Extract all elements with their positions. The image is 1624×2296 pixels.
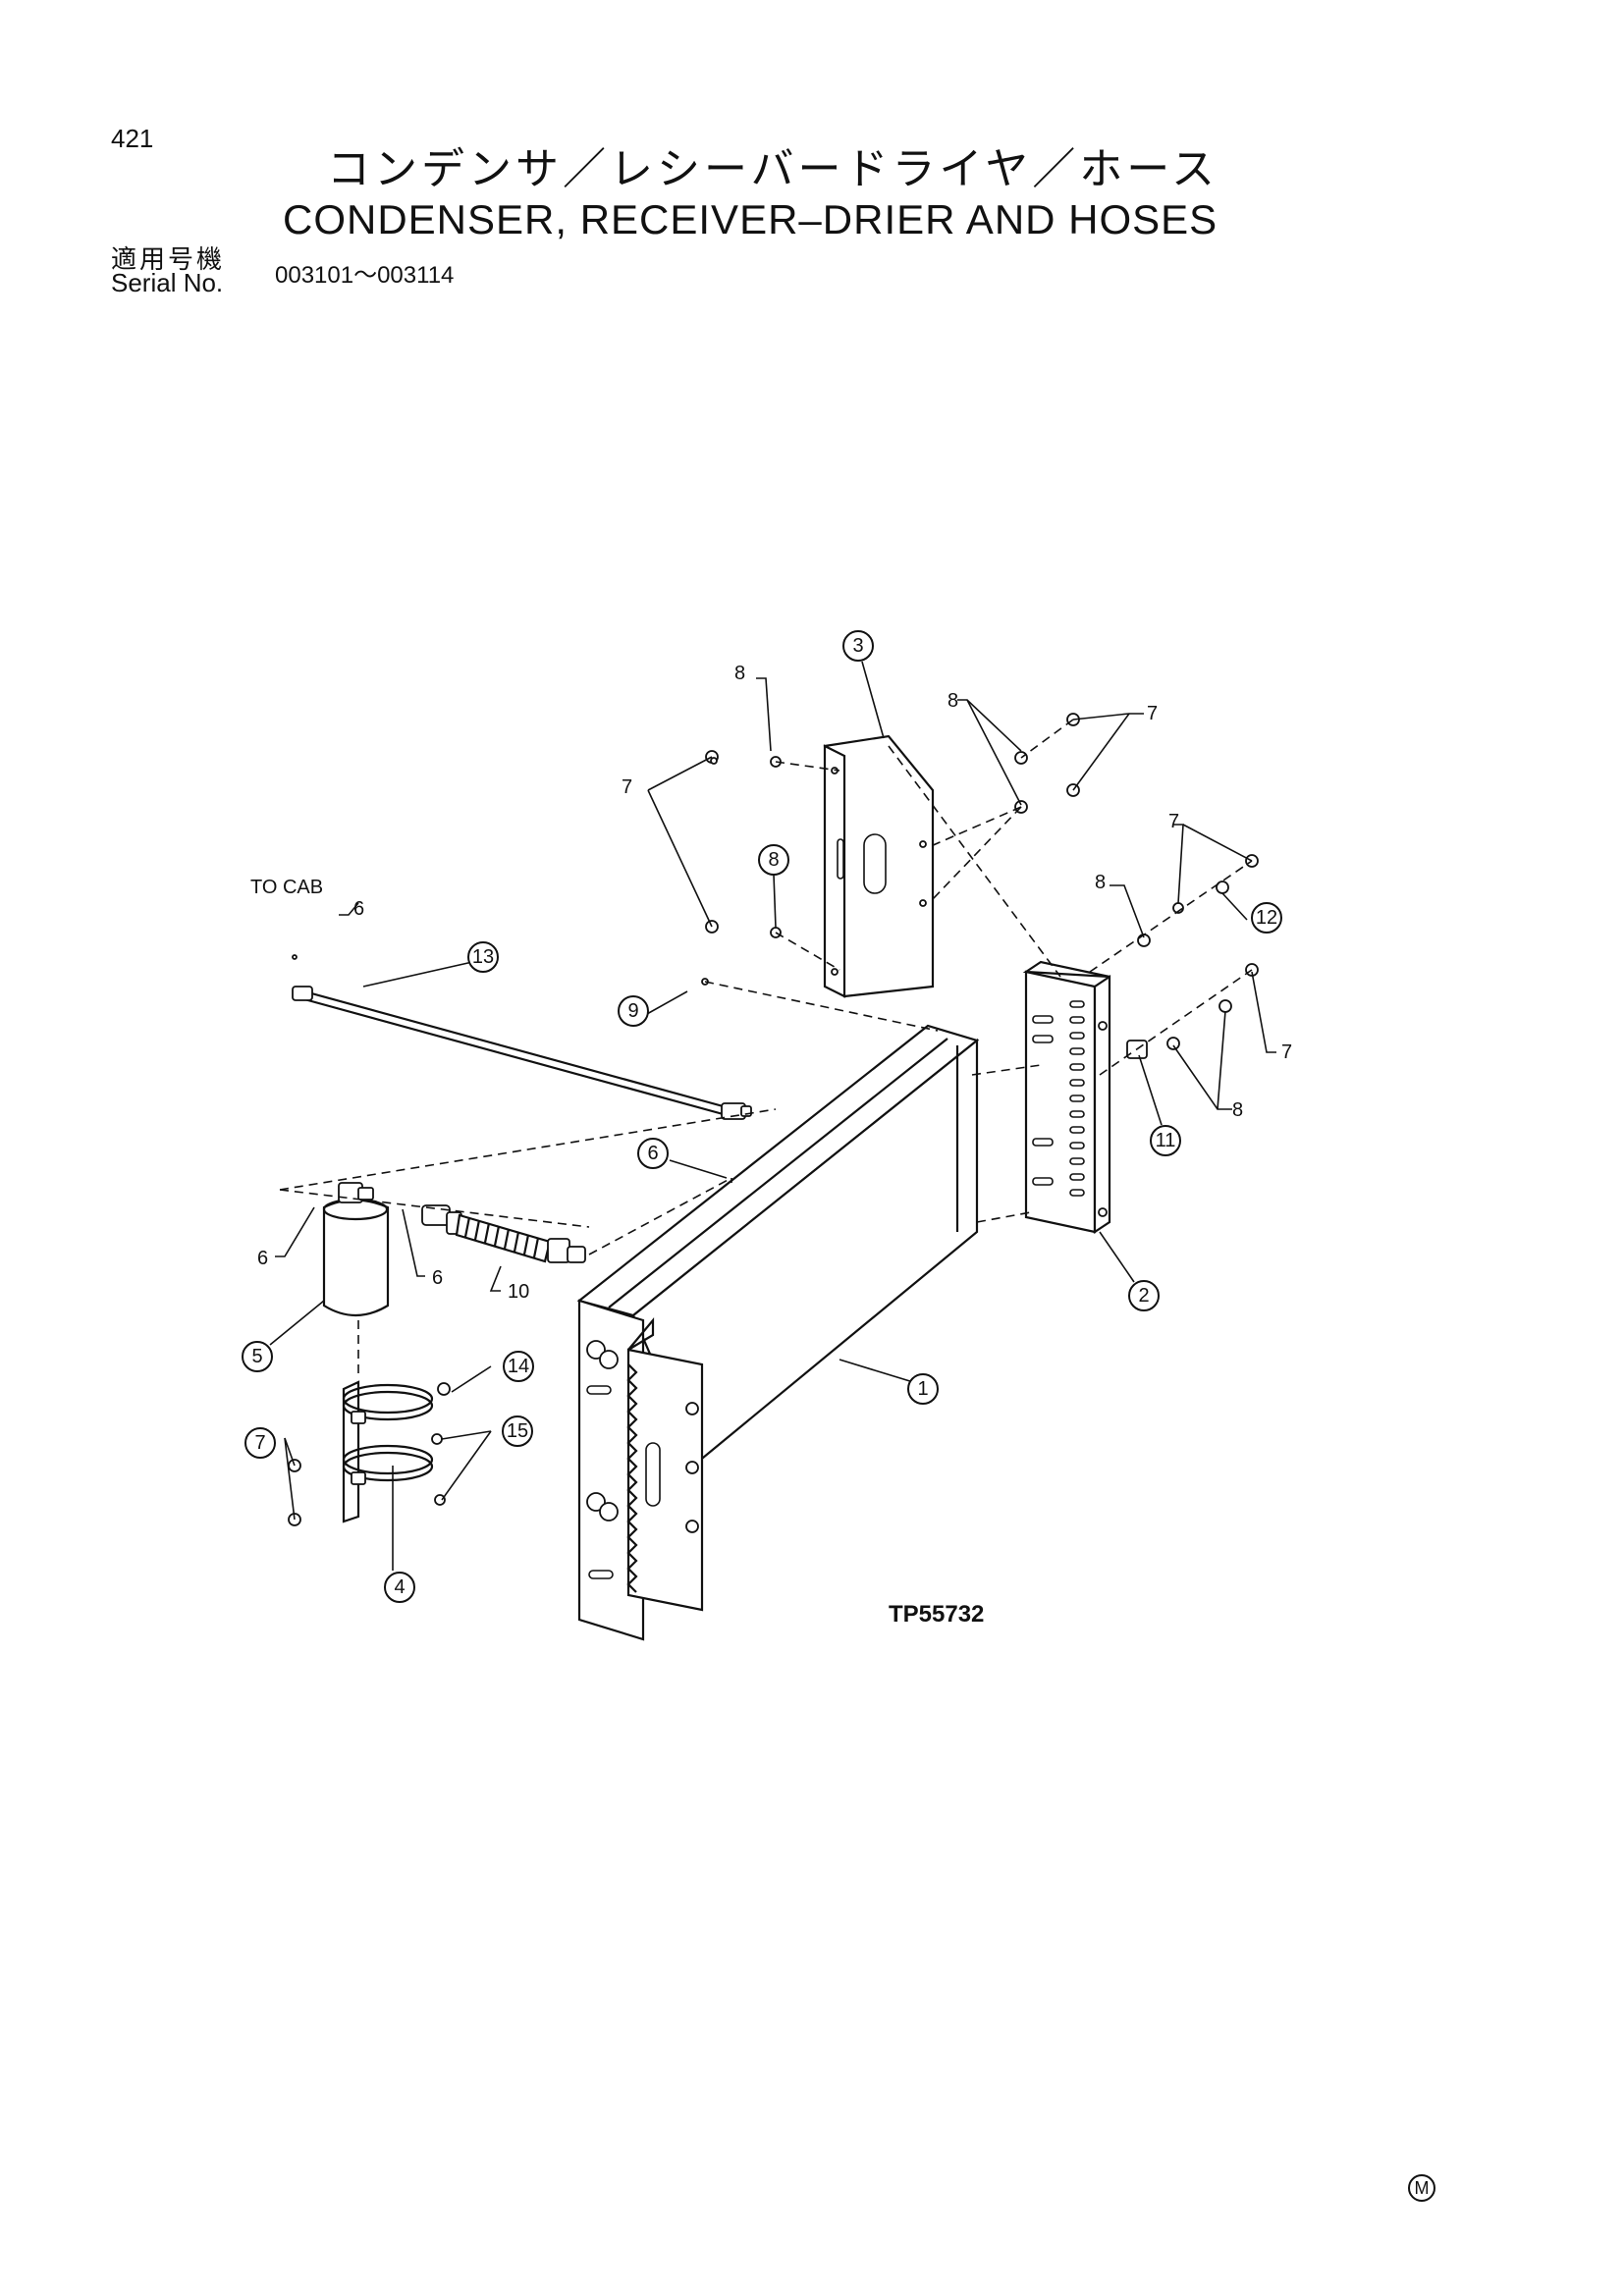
svg-text:1: 1	[917, 1378, 928, 1400]
callout-8: 8	[758, 844, 789, 876]
label-7-lower-right: 7	[1281, 1041, 1292, 1063]
callout-15: 15	[502, 1415, 533, 1447]
callout-5: 5	[242, 1341, 273, 1372]
condenser-core	[576, 1024, 980, 1641]
svg-text:15: 15	[507, 1420, 528, 1442]
label-10: 10	[508, 1281, 529, 1303]
callout-6: 6	[637, 1138, 669, 1169]
hose-to-cab	[292, 954, 752, 1120]
callout-4: 4	[384, 1572, 415, 1603]
svg-text:14: 14	[508, 1356, 529, 1377]
figure-code: TP55732	[889, 1601, 984, 1628]
svg-text:6: 6	[647, 1143, 658, 1164]
page-title-japanese: コンデンサ／レシーバードライヤ／ホース	[327, 144, 1219, 194]
label-6-to-cab: 6	[353, 898, 364, 920]
callout-1: 1	[907, 1373, 939, 1405]
label-6-fitting: 6	[432, 1267, 443, 1289]
manufacturer-mark: M	[1408, 2174, 1435, 2202]
svg-text:12: 12	[1256, 907, 1277, 929]
callout-14: 14	[503, 1351, 534, 1382]
svg-text:8: 8	[768, 849, 779, 871]
label-7-right: 7	[1168, 811, 1179, 832]
flexible-hose	[421, 1204, 586, 1263]
assembly-lines	[279, 719, 1253, 1255]
serial-range: 003101～003114	[275, 262, 455, 289]
label-8-right: 8	[1095, 872, 1106, 893]
serial-label: Serial No.	[111, 268, 224, 297]
svg-text:7: 7	[254, 1432, 265, 1454]
svg-text:2: 2	[1138, 1285, 1149, 1307]
callout-9: 9	[618, 995, 649, 1027]
svg-text:13: 13	[472, 946, 494, 968]
page-title: CONDENSER, RECEIVER–DRIER AND HOSES	[283, 196, 1218, 242]
label-6-drier: 6	[257, 1248, 268, 1269]
svg-text:3: 3	[852, 635, 863, 657]
page-number: 421	[111, 124, 154, 153]
label-8-upper: 8	[734, 663, 745, 684]
label-to-cab: TO CAB	[250, 877, 323, 898]
callout-7: 7	[244, 1427, 276, 1459]
label-8-lower-right: 8	[1232, 1099, 1243, 1121]
svg-text:4: 4	[394, 1576, 405, 1598]
bracket-slots	[1032, 1000, 1085, 1197]
serial-label-japanese: 適用号機	[111, 245, 226, 275]
drier-clamp-bracket	[288, 1380, 434, 1526]
callout-13: 13	[467, 941, 499, 973]
upper-bracket	[823, 734, 935, 998]
callout-12: 12	[1251, 902, 1282, 934]
label-7-left: 7	[622, 776, 632, 798]
callout-2: 2	[1128, 1280, 1160, 1311]
label-7-top-right: 7	[1147, 703, 1158, 724]
svg-text:11: 11	[1156, 1130, 1176, 1151]
leader-lines	[269, 661, 1276, 1571]
side-bracket	[1022, 960, 1111, 1235]
callout-3: 3	[842, 630, 874, 662]
svg-text:5: 5	[251, 1346, 262, 1367]
receiver-drier	[322, 1182, 390, 1374]
svg-text:9: 9	[627, 1000, 638, 1022]
label-8-top: 8	[947, 690, 958, 712]
callout-11: 11	[1150, 1125, 1181, 1156]
